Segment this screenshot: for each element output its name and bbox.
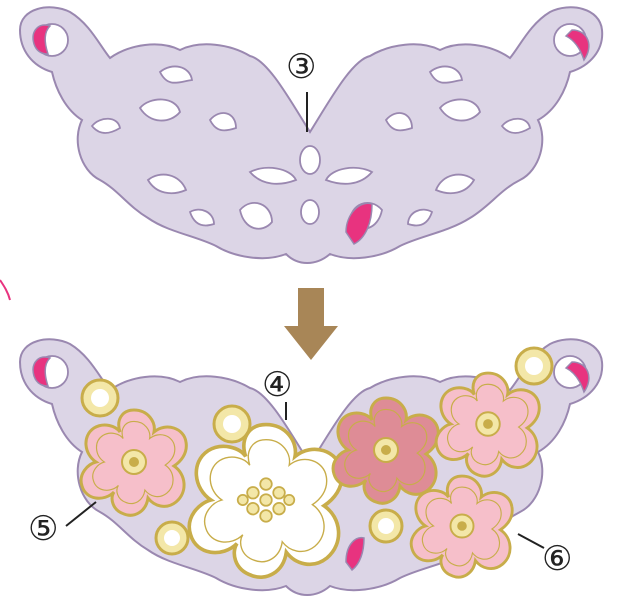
label-5-group: ⑤ xyxy=(28,502,96,549)
label-4: ④ xyxy=(262,365,292,405)
label-6-group: ⑥ xyxy=(518,534,572,579)
label-3: ③ xyxy=(286,47,316,87)
label-5: ⑤ xyxy=(28,509,58,549)
pink-edge-mark xyxy=(0,280,10,300)
flower-right-lower xyxy=(411,476,512,577)
flower-left-pink xyxy=(81,410,186,515)
label-6: ⑥ xyxy=(542,539,572,579)
down-arrow-icon xyxy=(284,288,338,360)
flower-right-upper xyxy=(436,373,539,476)
lace-piece-top xyxy=(20,7,602,263)
flower-rose xyxy=(333,398,438,503)
